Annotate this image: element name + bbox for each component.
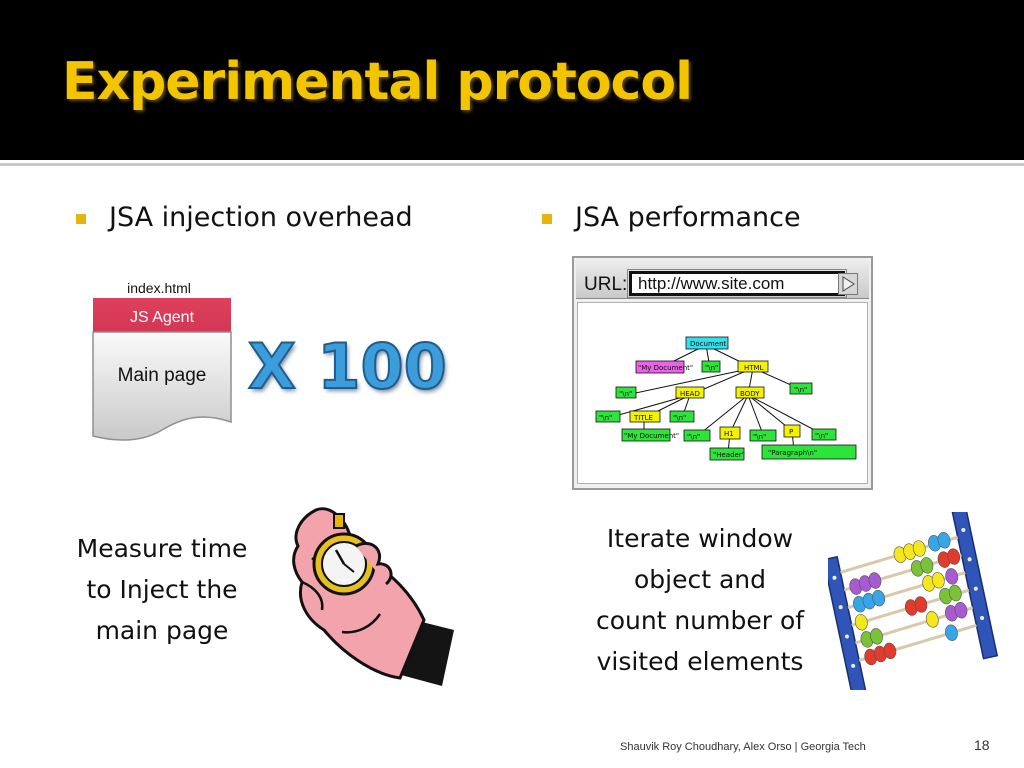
dom-node-title [629,410,661,423]
dom-label-body: BODY [740,390,760,398]
dom-label-head: HEAD [680,390,700,398]
dom-label-my-document-text: "My Document" [624,432,679,440]
stopwatch-hand-icon [292,507,454,686]
dom-node-header-text [709,447,745,461]
dom-label-newline: "\n" [815,432,828,440]
index-html-label: index.html [127,280,191,296]
dom-node-newline [669,410,695,423]
caption-line: visited elements [596,647,804,676]
dom-label-newline: "\n" [705,364,718,372]
dom-label-h1: H1 [724,430,734,438]
caption-line: to Inject the [86,575,238,604]
dom-node-document [685,336,729,350]
dom-node-newline [749,429,777,442]
go-arrow-icon [842,276,855,292]
dom-label-newline: "\n" [599,414,612,422]
dom-label-my-document: "My Document" [638,364,693,372]
caption-line: main page [95,616,229,645]
url-bar: URL: http://www.site.com [576,260,869,299]
bullet-square-icon [542,214,552,224]
abacus-icon [828,512,998,690]
dom-label-newline: "\n" [673,414,686,422]
caption-line: Iterate window [606,524,794,553]
url-label: URL: [584,274,628,295]
caption-line: Measure time [76,534,248,563]
dom-tree-diagram: Document "My Document" "\n" HTML "\n" HE… [595,336,857,461]
bullet-label: JSA performance [575,202,801,233]
slide-footer: Shauvik Roy Choudhary, Alex Orso | Georg… [620,741,866,753]
dom-node-head [675,386,705,399]
dom-node-newline [701,360,721,373]
caption-line: object and [633,565,767,594]
dom-node-h1 [719,426,741,440]
dom-label-paragraph-text: "Paragraph\n" [768,449,817,457]
dom-node-my-document-text [621,428,671,442]
dom-label-newline: "\n" [687,433,700,441]
go-button[interactable] [838,273,858,295]
browser-viewport: Document "My Document" "\n" HTML "\n" HE… [577,302,868,484]
dom-label-newline: "\n" [619,390,632,398]
dom-node-p [783,424,801,438]
browser-window: URL: http://www.site.com [572,256,873,490]
header-rule [0,163,1024,166]
bullet-square-icon [76,214,86,224]
dom-label-document: Document [690,340,727,348]
dom-label-title: TITLE [633,414,653,422]
dom-label-html: HTML [744,364,764,372]
url-input[interactable]: http://www.site.com [627,269,847,298]
main-page-label: Main page [117,365,207,386]
right-caption: Iterate window object and count number o… [578,518,822,682]
dom-label-p: P [789,428,793,436]
dom-tree-nodes [595,336,857,461]
dom-node-body [735,386,765,399]
page-number: 18 [974,737,990,753]
dom-label-header-text: "Header" [713,451,745,459]
dom-node-newline [811,428,837,441]
slide-title: Experimental protocol [62,52,693,112]
dom-node-newline [789,382,813,395]
main-page-document-shape [92,331,232,441]
dom-node-newline [595,410,621,423]
title-bar: Experimental protocol [0,0,1024,160]
dom-node-my-document [635,360,685,374]
js-agent-block: JS Agent [93,298,231,332]
dom-tree-labels: Document "My Document" "\n" HTML "\n" HE… [599,340,828,459]
bullet-label: JSA injection overhead [109,202,413,233]
left-caption: Measure time to Inject the main page [52,528,272,651]
times-100-label: X 100 [247,329,448,404]
dom-label-newline: "\n" [794,386,807,394]
dom-node-newline [615,386,637,399]
caption-line: count number of [595,606,805,635]
dom-label-newline: "\n" [753,433,766,441]
dom-node-newline [683,429,711,442]
dom-node-paragraph-text [761,444,857,460]
dom-node-html [737,360,769,373]
